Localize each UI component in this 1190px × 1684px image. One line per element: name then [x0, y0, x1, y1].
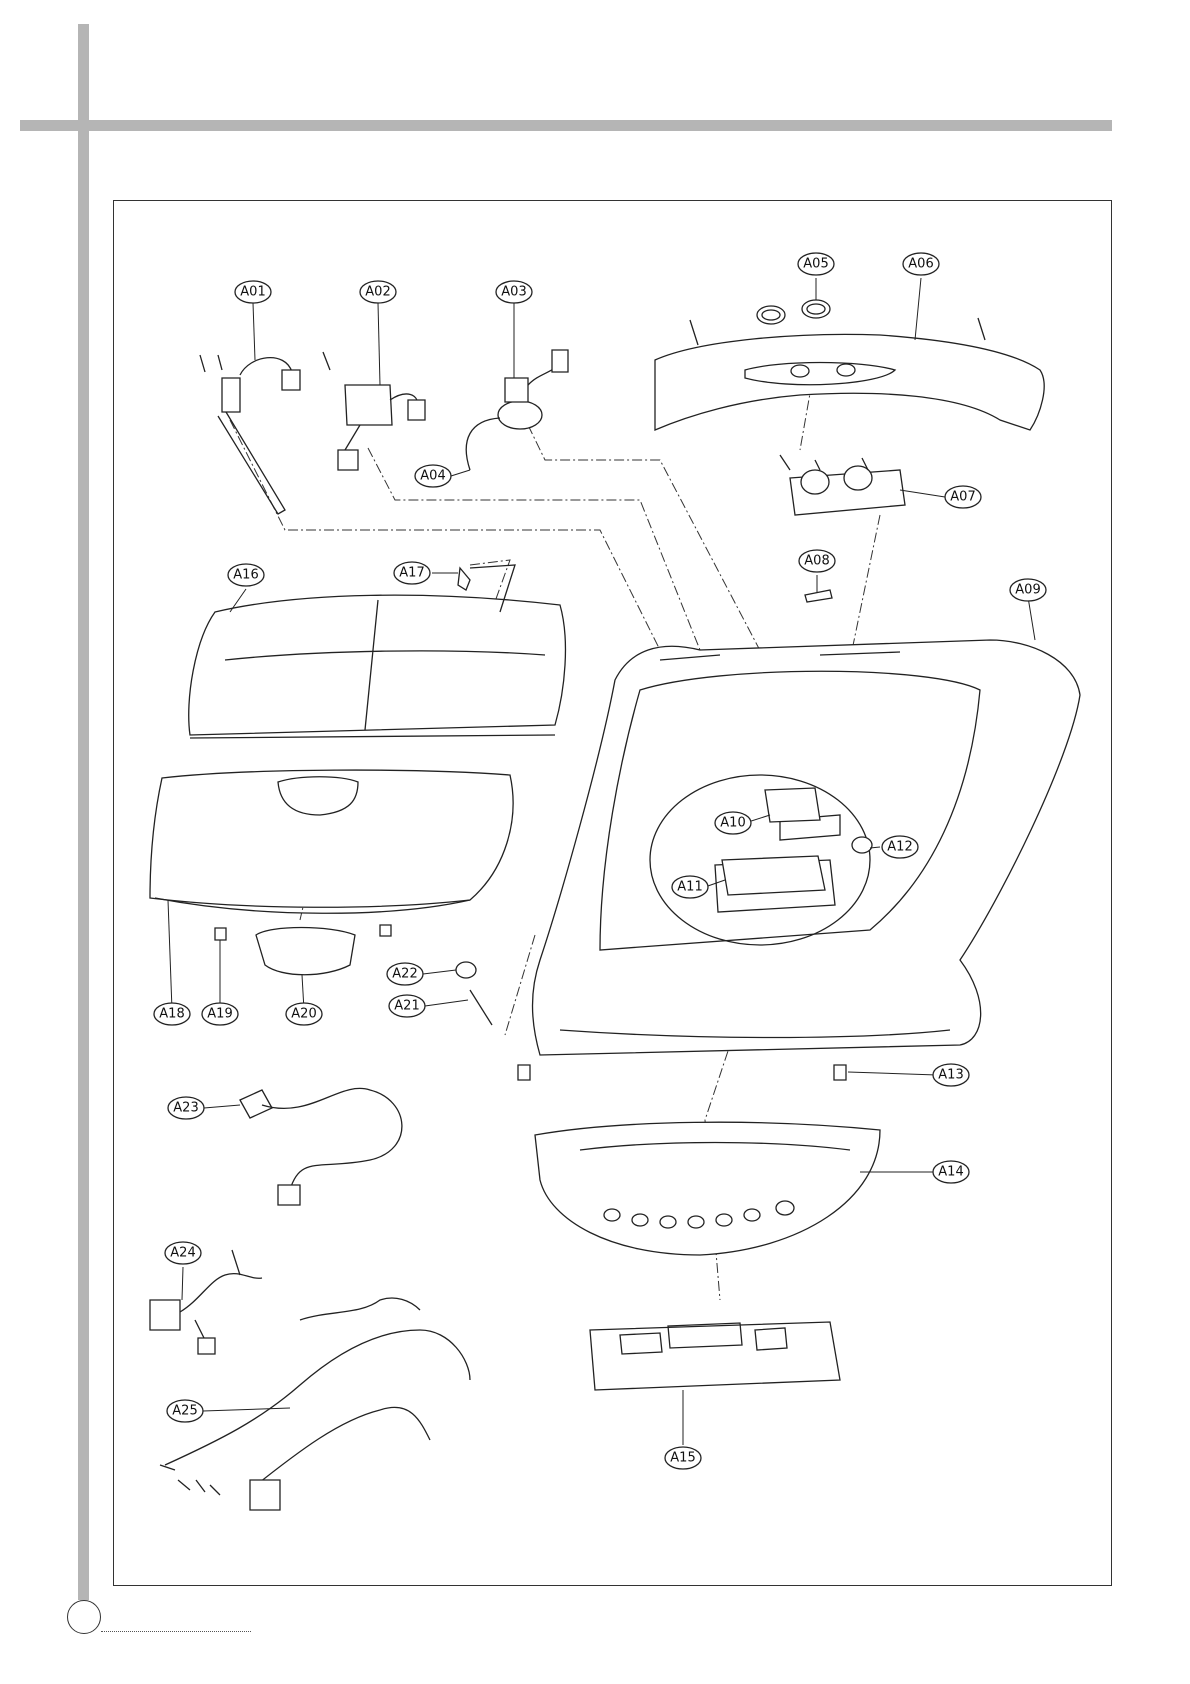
- callout-a14-label: A14: [938, 1165, 963, 1180]
- callout-a15: A15: [665, 1447, 701, 1469]
- callout-a04-label: A04: [420, 469, 445, 484]
- callout-a17-label: A17: [399, 566, 424, 581]
- callout-a12: A12: [882, 836, 918, 858]
- part-a03-pressure-switch: [466, 350, 568, 470]
- callout-a17: A17: [394, 562, 430, 584]
- part-a11-detergent-box: [722, 856, 825, 895]
- part-a18-lid-frame: [150, 770, 513, 913]
- callout-a10-label: A10: [720, 816, 745, 831]
- part-a13-caps: [518, 1065, 846, 1080]
- callout-a11-label: A11: [677, 880, 702, 895]
- callout-a03-label: A03: [501, 285, 526, 300]
- callout-a01-label: A01: [240, 285, 265, 300]
- part-a23-power-cord: [240, 1088, 402, 1205]
- callout-a20: A20: [286, 1003, 322, 1025]
- part-a25-main-harness: [160, 1298, 470, 1510]
- part-a15-control-board: [590, 1322, 840, 1390]
- callout-a05-label: A05: [803, 257, 828, 272]
- callout-a16-label: A16: [233, 568, 258, 583]
- callout-a25-label: A25: [172, 1404, 197, 1419]
- callout-a07: A07: [945, 486, 981, 508]
- part-a22-cap: [456, 962, 476, 978]
- part-a21-screw: [470, 990, 492, 1025]
- callout-a23-label: A23: [173, 1101, 198, 1116]
- callout-a19: A19: [202, 1003, 238, 1025]
- part-a06-control-panel: [655, 318, 1044, 430]
- part-a09-top-cover: [533, 640, 1081, 1055]
- callout-a01: A01: [235, 281, 271, 303]
- part-a16-lid-window: [189, 595, 566, 738]
- callout-a06-label: A06: [908, 257, 933, 272]
- callout-a07-label: A07: [950, 490, 975, 505]
- part-a05-knob-caps: [757, 300, 830, 324]
- callout-a03: A03: [496, 281, 532, 303]
- callout-a21: A21: [389, 995, 425, 1017]
- callout-a19-label: A19: [207, 1007, 232, 1022]
- part-a24-sensor-harness: [150, 1250, 262, 1354]
- part-a01-lid-switch: [200, 355, 300, 514]
- part-a10-filter: [765, 788, 820, 822]
- part-a02-valve: [323, 352, 425, 470]
- callout-a10: A10: [715, 812, 751, 834]
- callout-a23: A23: [168, 1097, 204, 1119]
- callout-a08: A08: [799, 550, 835, 572]
- callout-a04: A04: [415, 465, 451, 487]
- callout-a09-label: A09: [1015, 583, 1040, 598]
- callout-a25: A25: [167, 1400, 203, 1422]
- callout-a22: A22: [387, 963, 423, 985]
- callout-a12-label: A12: [887, 840, 912, 855]
- callout-a13: A13: [933, 1064, 969, 1086]
- callout-a06: A06: [903, 253, 939, 275]
- callout-a02: A02: [360, 281, 396, 303]
- callout-a21-label: A21: [394, 999, 419, 1014]
- callout-a05: A05: [798, 253, 834, 275]
- callout-a20-label: A20: [291, 1007, 316, 1022]
- part-a08-pin: [805, 590, 832, 602]
- callout-a24: A24: [165, 1242, 201, 1264]
- callout-a02-label: A02: [365, 285, 390, 300]
- callout-a16: A16: [228, 564, 264, 586]
- callout-a24-label: A24: [170, 1246, 195, 1261]
- callout-a14: A14: [933, 1161, 969, 1183]
- callout-a22-label: A22: [392, 967, 417, 982]
- callout-a11: A11: [672, 876, 708, 898]
- callout-a13-label: A13: [938, 1068, 963, 1083]
- part-a07-selector-switches: [780, 455, 905, 515]
- callout-a18-label: A18: [159, 1007, 184, 1022]
- part-a20-handle: [256, 928, 355, 975]
- callout-a18: A18: [154, 1003, 190, 1025]
- callout-a08-label: A08: [804, 554, 829, 569]
- part-a14-rear-panel: [535, 1122, 880, 1255]
- callout-a09: A09: [1010, 579, 1046, 601]
- callout-a15-label: A15: [670, 1451, 695, 1466]
